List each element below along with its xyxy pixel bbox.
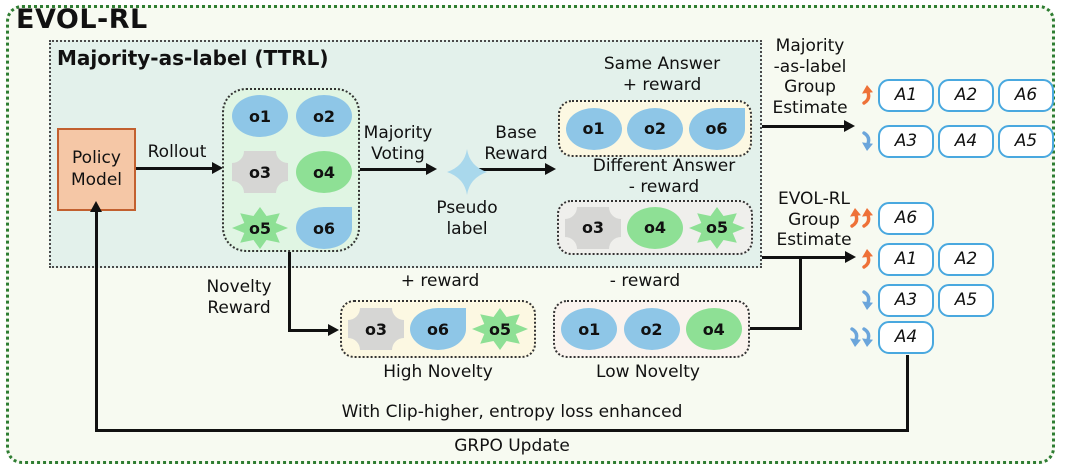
output-shape-o4: o4 bbox=[685, 308, 742, 350]
answer-box-a1: A1 bbox=[878, 78, 934, 112]
clip-higher-note: With Clip-higher, entropy loss enhanced bbox=[341, 402, 683, 422]
high-novelty-reward-label: + reward bbox=[400, 271, 480, 291]
majority-voting-label: Majority Voting bbox=[363, 123, 433, 164]
grpo-update-line bbox=[95, 429, 908, 432]
answer-box-a5: A5 bbox=[938, 283, 994, 317]
low-novelty-caption: Low Novelty bbox=[596, 362, 700, 382]
output-shape-o3: o3 bbox=[565, 206, 621, 249]
base-reward-label: Base Reward bbox=[484, 123, 548, 164]
answer-box-a2: A2 bbox=[938, 78, 994, 112]
output-shape-o6: o6 bbox=[296, 207, 352, 249]
output-shape-o1: o1 bbox=[561, 308, 618, 350]
output-shape-o5: o5 bbox=[472, 308, 528, 350]
output-shape-o6: o6 bbox=[688, 107, 745, 150]
rollout-arrow bbox=[136, 162, 223, 173]
policy-model-box: Policy Model bbox=[57, 128, 136, 211]
evolrl-estimate-arrow bbox=[762, 251, 856, 262]
output-shape-o4: o4 bbox=[296, 151, 352, 193]
output-shape-o3: o3 bbox=[232, 151, 288, 193]
same-answer-title: Same Answer + reward bbox=[603, 54, 721, 95]
low-novelty-reward-label: - reward bbox=[609, 271, 681, 291]
low-novelty-connector-horizontal bbox=[750, 327, 802, 330]
trend-down2-icon bbox=[848, 327, 874, 347]
novelty-reward-label: Novelty Reward bbox=[206, 277, 272, 318]
high-novelty-caption: High Novelty bbox=[383, 362, 493, 382]
answer-box-a6: A6 bbox=[998, 78, 1054, 112]
answer-box-a2: A2 bbox=[938, 242, 994, 276]
output-shape-o3: o3 bbox=[348, 308, 404, 350]
novelty-connector-vertical bbox=[288, 252, 291, 332]
output-shape-o1: o1 bbox=[232, 95, 288, 137]
grpo-feedback-arrow bbox=[90, 201, 101, 431]
trend-down-icon bbox=[848, 290, 874, 310]
output-shape-o1: o1 bbox=[565, 107, 622, 150]
answer-box-a3: A3 bbox=[878, 124, 934, 158]
answer-box-a1: A1 bbox=[878, 242, 934, 276]
output-shape-o2: o2 bbox=[627, 107, 683, 150]
grpo-update-label: GRPO Update bbox=[454, 436, 570, 456]
a4-connector-vertical bbox=[906, 355, 909, 432]
output-shape-o2: o2 bbox=[296, 95, 352, 137]
trend-down-icon bbox=[848, 131, 874, 151]
answer-box-a6: A6 bbox=[878, 201, 934, 235]
novelty-arrow bbox=[288, 324, 339, 335]
answer-box-a3: A3 bbox=[878, 283, 934, 317]
output-shape-o6: o6 bbox=[410, 308, 466, 350]
evolrl-estimate-row-up2: A6 bbox=[848, 201, 934, 235]
base-reward-arrow bbox=[477, 163, 556, 174]
evolrl-estimate-label: EVOL-RL Group Estimate bbox=[776, 189, 852, 251]
output-shape-o4: o4 bbox=[627, 206, 683, 249]
answer-box-a4: A4 bbox=[938, 124, 994, 158]
ttrl-region-label: Majority-as-label (TTRL) bbox=[57, 46, 329, 70]
rollout-label: Rollout bbox=[147, 142, 207, 162]
diagram-title: EVOL-RL bbox=[16, 4, 148, 35]
trend-up-icon bbox=[848, 85, 874, 105]
trend-up2-icon bbox=[848, 208, 874, 228]
pseudo-label-sparkle-icon bbox=[447, 149, 487, 199]
trend-up-icon bbox=[848, 249, 874, 269]
evolrl-estimate-row-down2: A4 bbox=[848, 320, 934, 354]
pseudo-label-text: Pseudo label bbox=[436, 198, 498, 239]
output-shape-o5: o5 bbox=[232, 207, 288, 249]
different-answer-title: Different Answer - reward bbox=[592, 156, 736, 197]
output-shape-o2: o2 bbox=[623, 308, 680, 350]
majority-voting-arrow bbox=[358, 163, 437, 174]
majority-estimate-label: Majority -as-label Group Estimate bbox=[772, 36, 848, 119]
majority-estimate-arrow bbox=[762, 120, 855, 131]
answer-box-a4: A4 bbox=[878, 320, 934, 354]
low-novelty-connector-vertical bbox=[799, 258, 802, 330]
answer-box-a5: A5 bbox=[998, 124, 1054, 158]
output-shape-o5: o5 bbox=[689, 206, 745, 249]
